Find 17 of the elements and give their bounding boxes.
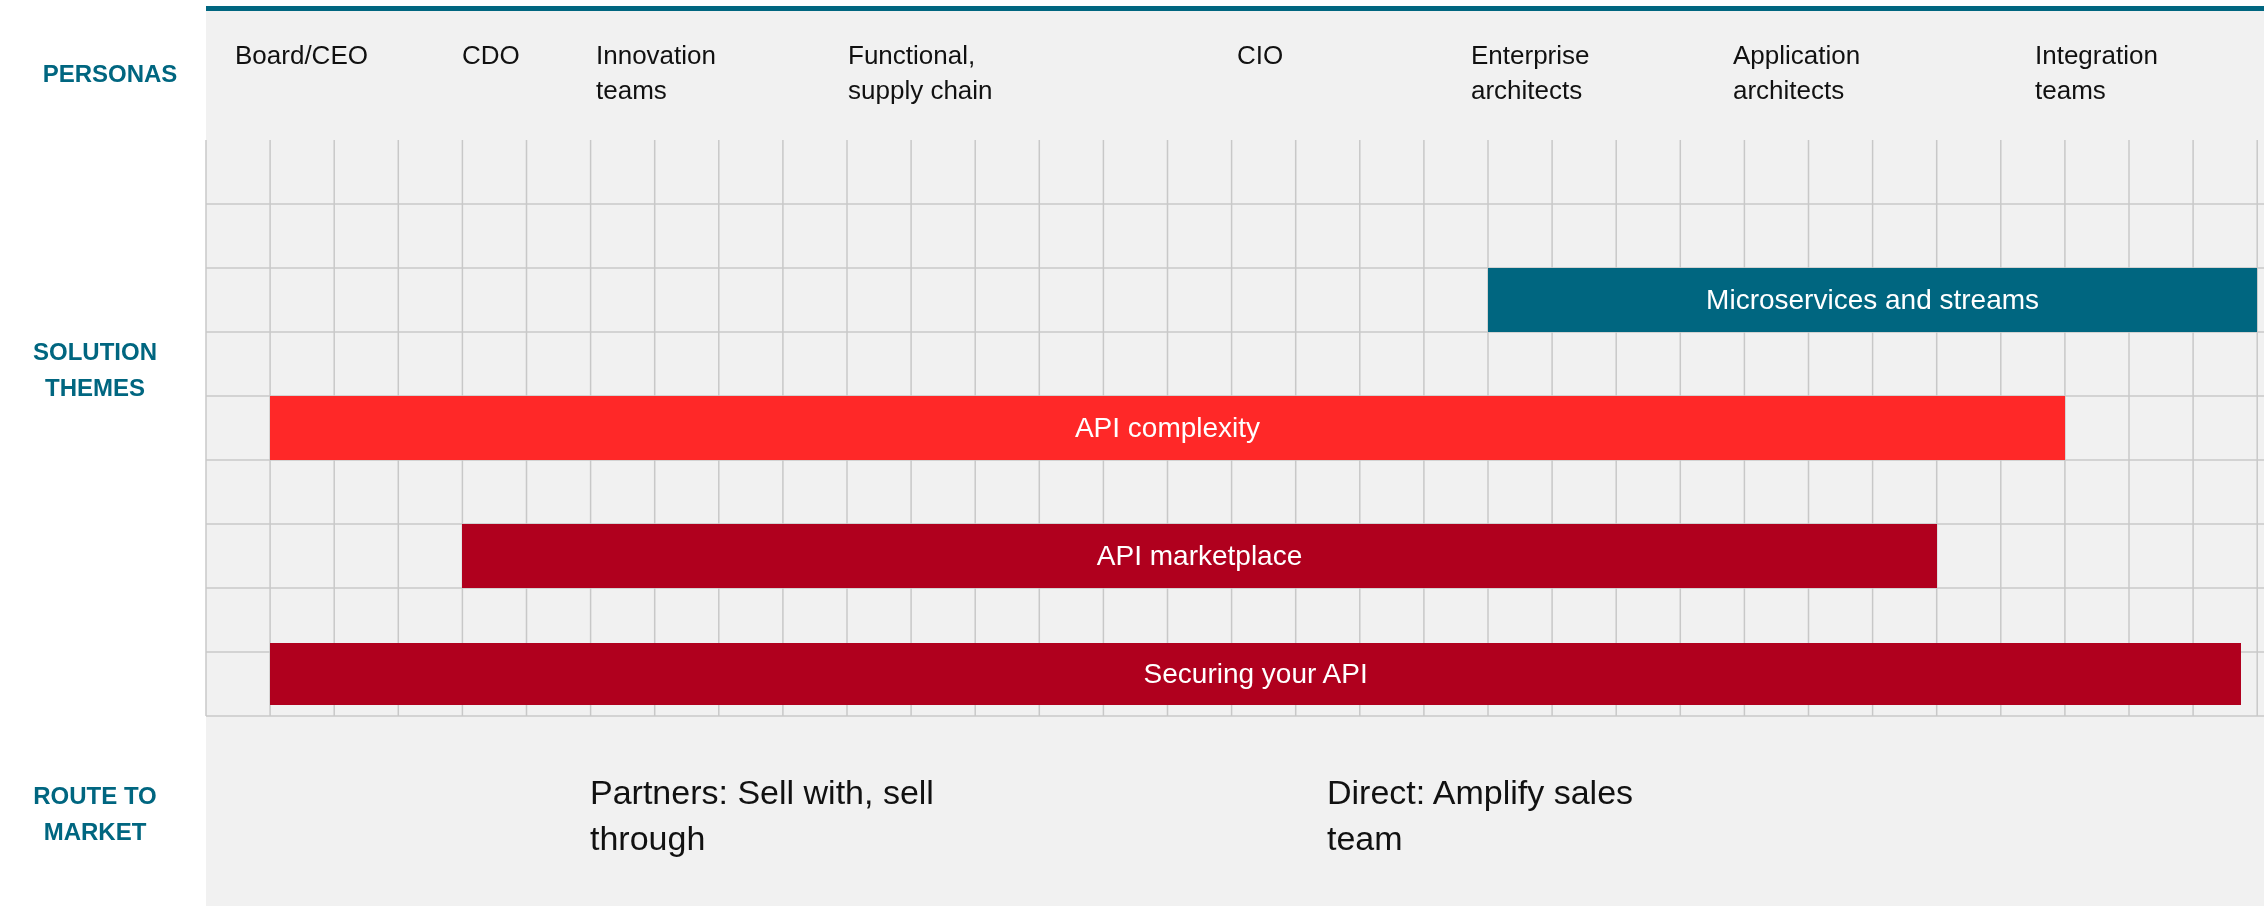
persona-label: Board/CEO [235,39,369,72]
persona-label: Innovation teams [596,39,717,108]
route-label: Partners: Sell with, sell through [590,772,935,859]
persona-label: CIO [1237,39,1285,72]
theme-bar: Microservices and streams [1488,268,2258,332]
theme-bar: API marketplace [462,524,1937,588]
route-label: Direct: Amplify sales team [1327,772,1635,859]
section-heading: SOLUTION THEMES [32,337,158,403]
section-heading: PERSONAS [41,59,179,89]
persona-label: Application architects [1733,39,1862,108]
theme-bar: API complexity [270,396,2065,460]
persona-label: CDO [462,39,521,72]
theme-bar: Securing your API [270,643,2242,705]
persona-label: Enterprise architects [1471,39,1591,108]
persona-label: Integration teams [2035,39,2159,108]
section-heading: ROUTE TO MARKET [32,781,158,847]
persona-label: Functional, supply chain [848,39,994,108]
